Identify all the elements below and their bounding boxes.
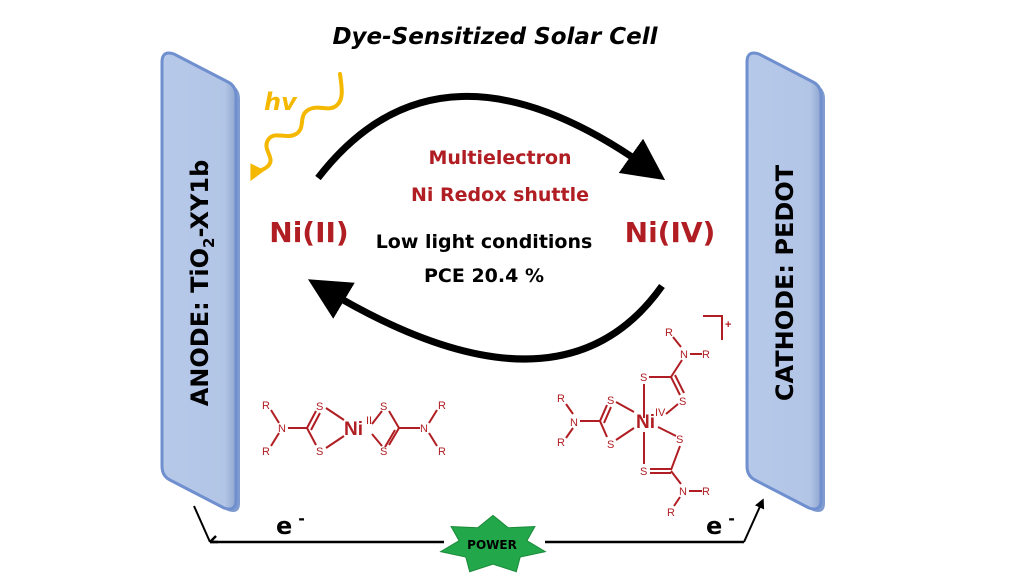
svg-text:R: R [557,393,565,405]
reduction-arrow [307,279,665,363]
svg-text:IV: IV [655,407,666,419]
svg-text:R: R [702,349,710,361]
svg-text:N: N [679,486,687,498]
ni-ii-label: Ni(II) [269,216,348,249]
svg-text:Ni: Ni [636,412,655,433]
svg-text:R: R [667,507,675,519]
external-circuit [193,498,765,544]
svg-text:S: S [380,446,387,458]
diagram-title: Dye-Sensitized Solar Cell [332,24,658,50]
svg-text:S: S [679,396,686,408]
left-electron-label: e- [276,509,305,540]
charge-plus: + [725,319,731,331]
right-electron-label: e- [706,509,735,540]
oxidation-arrow [315,92,666,181]
ni-ii-complex-structure: R R N S S Ni II S S N R R [262,400,446,458]
multielectron-text: Multielectron [428,147,571,169]
svg-text:S: S [607,439,614,451]
svg-text:N: N [680,349,688,361]
svg-text:II: II [366,415,372,427]
svg-text:S: S [640,372,647,384]
svg-text:N: N [420,423,428,435]
svg-text:N: N [278,423,286,435]
light-label: hv [264,88,298,116]
svg-text:R: R [557,437,565,449]
svg-text:R: R [665,327,673,339]
svg-text:N: N [570,417,578,429]
anode-electrode: ANODE: TiO2-XY1b [160,51,240,512]
svg-text:S: S [676,434,683,446]
redox-shuttle-text: Ni Redox shuttle [411,184,589,206]
light-arrow: hv [250,72,344,182]
svg-text:R: R [438,400,446,412]
svg-text:Ni: Ni [344,419,363,440]
cathode-label: CATHODE: PEDOT [771,164,799,401]
svg-text:R: R [262,400,270,412]
svg-text:S: S [380,401,387,413]
svg-text:R: R [438,446,446,458]
svg-text:S: S [640,466,647,478]
ni-iv-complex-structure: + R N R S S Ni IV R R N S S S S [557,315,731,519]
svg-text:S: S [607,395,614,407]
svg-text:R: R [262,446,270,458]
pce-text: PCE 20.4 % [424,265,544,287]
svg-text:S: S [316,446,323,458]
power-source: POWER [439,514,547,573]
cathode-electrode: CATHODE: PEDOT [745,51,825,512]
power-label: POWER [467,538,517,552]
svg-text:S: S [316,401,323,413]
ni-iv-label: Ni(IV) [625,216,716,249]
power-star-shape [439,514,547,573]
low-light-text: Low light conditions [376,231,593,253]
anode-label: ANODE: TiO2-XY1b [186,160,218,407]
svg-text:R: R [702,486,710,498]
